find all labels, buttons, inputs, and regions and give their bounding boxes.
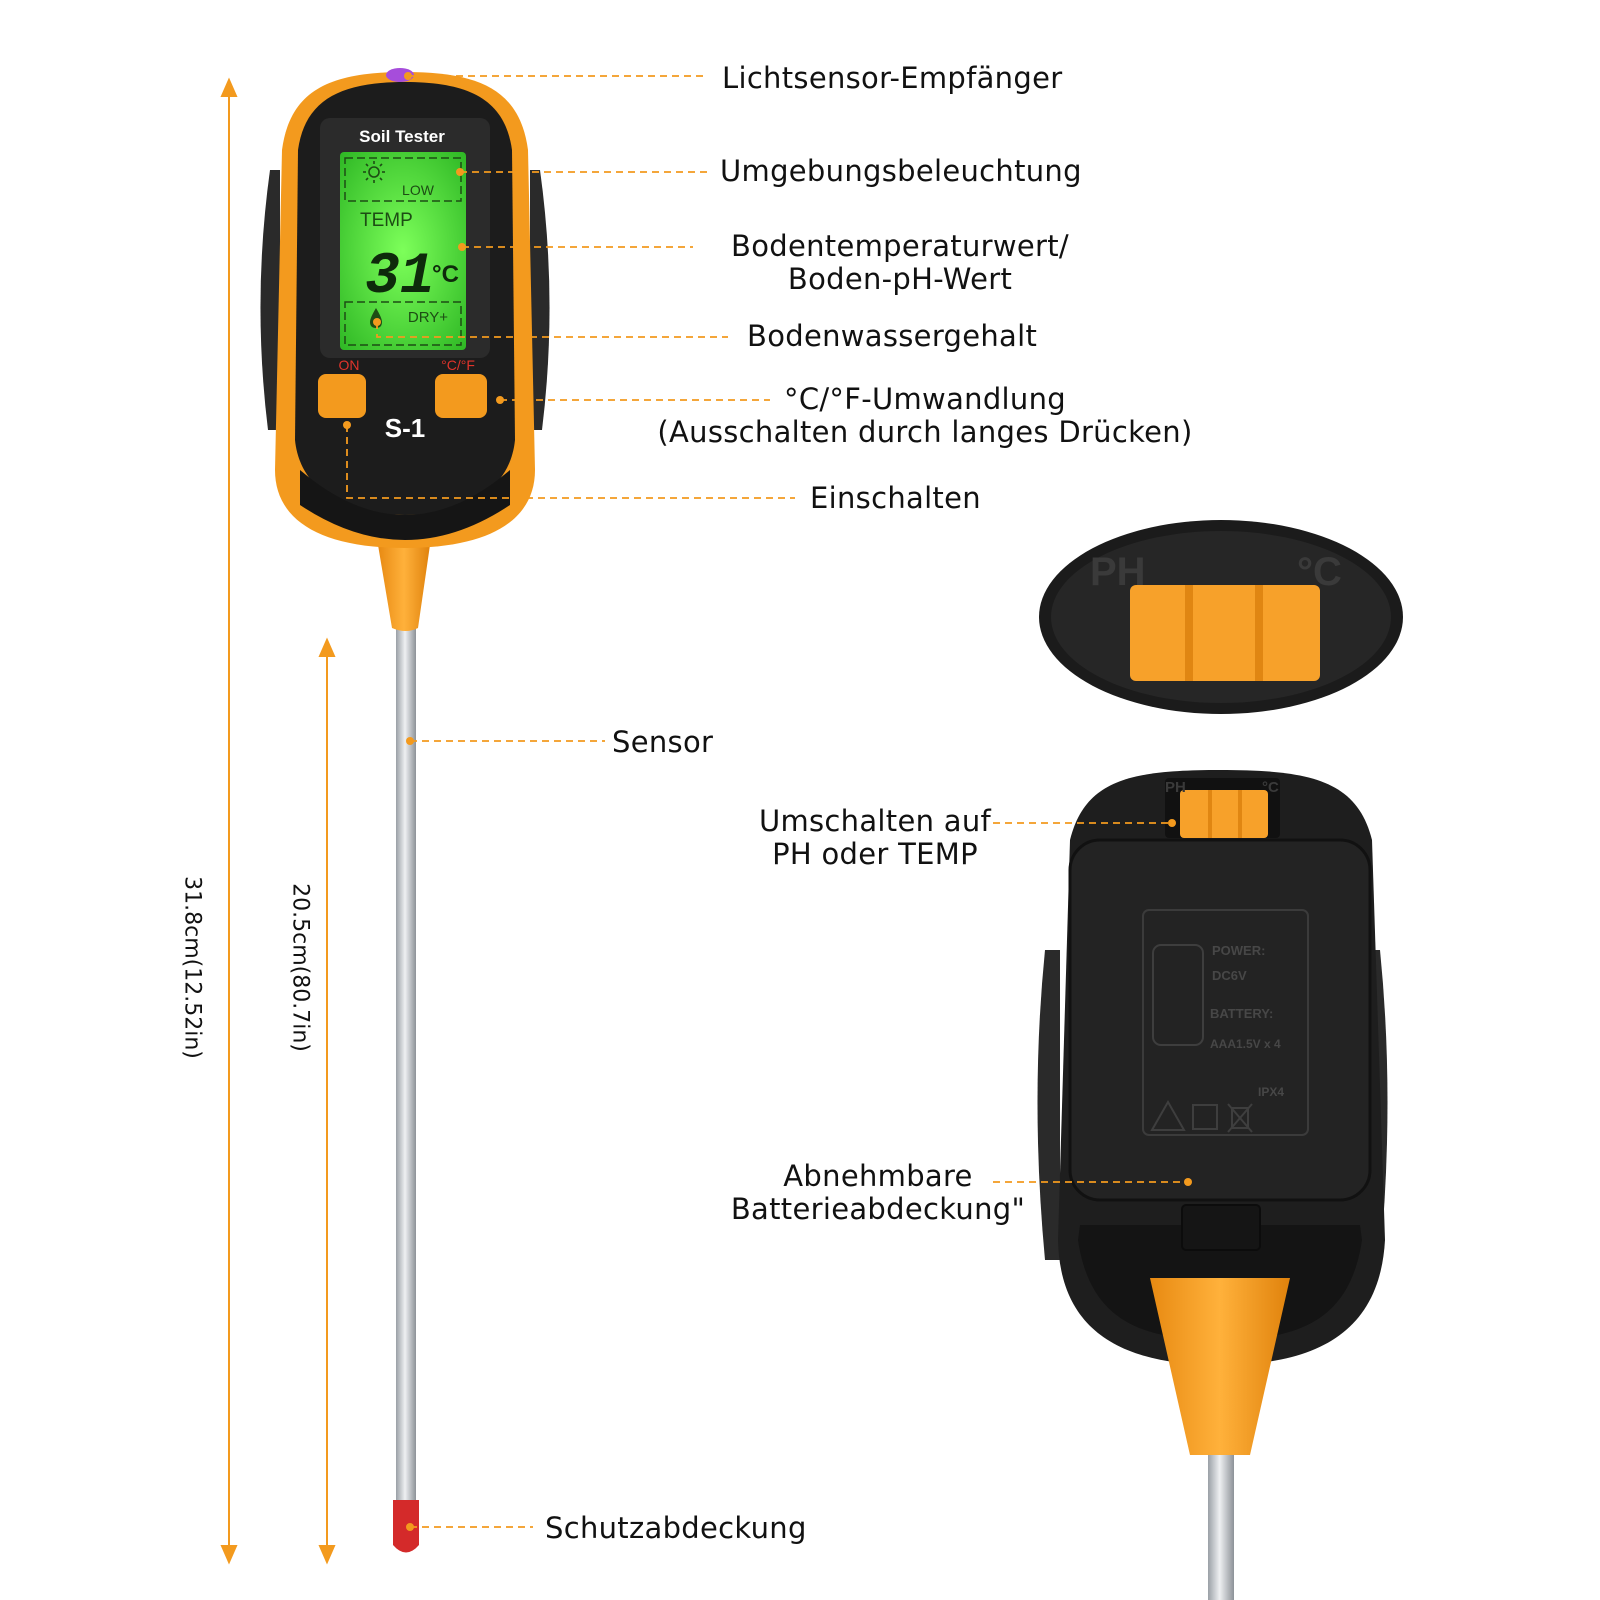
callout-switch-line1: Umschalten auf: [758, 804, 992, 838]
callout-switch: Umschalten auf PH oder TEMP: [745, 805, 1005, 871]
battery-icon: [1152, 944, 1204, 1046]
callout-power-on: Einschalten: [810, 481, 981, 515]
back-probe-rod: [1208, 1440, 1234, 1600]
back-device: [1037, 770, 1388, 1600]
front-device: [260, 68, 550, 1553]
lcd-unit: °C: [432, 261, 459, 288]
probe-length-label: 20.5cm(80.7in): [287, 883, 313, 1052]
leader-dots: [343, 72, 1192, 1531]
cover-latch[interactable]: [1181, 1204, 1261, 1251]
probe-rod: [396, 615, 416, 1515]
switch-slider-small[interactable]: [1180, 790, 1268, 838]
weee-icon: [1227, 1103, 1253, 1133]
lcd-reading: 31: [365, 245, 435, 310]
model-label: S-1: [385, 413, 425, 443]
callout-unit-switch: °C/°F-Umwandlung (Ausschalten durch lang…: [625, 383, 1225, 449]
back-collar: [1150, 1278, 1290, 1455]
total-length-label: 31.8cm(12.52in): [179, 876, 205, 1059]
switch-label-c-large: °C: [1297, 550, 1342, 594]
back-battery-label: BATTERY:: [1210, 1006, 1273, 1021]
lcd-moisture: DRY+: [408, 309, 448, 326]
probe-cap: [393, 1500, 419, 1553]
probe-length-arrow: [318, 637, 336, 1565]
on-button[interactable]: [318, 374, 366, 418]
callout-protective-cap: Schutzabdeckung: [545, 1511, 807, 1545]
unit-button-label: °C/°F: [441, 357, 475, 373]
sun-icon: [363, 161, 385, 183]
unit-button[interactable]: [435, 374, 487, 418]
back-rating: IPX4: [1258, 1085, 1284, 1099]
callout-ambient-light: Umgebungsbeleuchtung: [720, 154, 1082, 188]
back-power-label: POWER:: [1212, 943, 1265, 958]
callout-temp-value: Bodentemperaturwert/ Boden-pH-Wert: [700, 230, 1100, 296]
leader-lines: [346, 75, 1188, 1528]
switch-slider-large[interactable]: [1130, 585, 1320, 681]
warning-icon: [1150, 1099, 1186, 1131]
switch-label-ph-small: PH: [1165, 779, 1186, 796]
callout-switch-line2: PH oder TEMP: [772, 837, 978, 871]
label-panel: [1142, 909, 1309, 1136]
switch-label-c-small: °C: [1262, 779, 1279, 796]
probe-collar: [378, 545, 430, 631]
brand-label: Soil Tester: [359, 127, 445, 146]
back-power-value: DC6V: [1212, 968, 1247, 983]
lcd-light-level: LOW: [402, 182, 435, 198]
callout-unit-switch-line2: (Ausschalten durch langes Drücken): [657, 415, 1193, 449]
callout-battery-cover: Abnehmbare Batterieabdeckung": [718, 1160, 1038, 1226]
lcd-mode: TEMP: [360, 210, 413, 231]
ce-icon: [1192, 1104, 1218, 1130]
back-battery-value: AAA1.5V x 4: [1210, 1037, 1281, 1051]
callout-light-sensor: Lichtsensor-Empfänger: [722, 61, 1063, 95]
on-button-label: ON: [339, 357, 360, 373]
callout-temp-value-line1: Bodentemperaturwert/: [731, 229, 1069, 263]
callout-water-content: Bodenwassergehalt: [747, 319, 1038, 353]
total-length-arrow: [220, 77, 238, 1565]
battery-cover[interactable]: [1068, 838, 1372, 1202]
callout-sensor: Sensor: [612, 725, 714, 759]
callout-battery-line1: Abnehmbare: [783, 1159, 973, 1193]
callout-battery-line2: Batterieabdeckung": [730, 1192, 1026, 1226]
callout-temp-value-line2: Boden-pH-Wert: [787, 262, 1013, 296]
callout-unit-switch-line1: °C/°F-Umwandlung: [784, 382, 1066, 416]
switch-label-ph-large: PH: [1090, 550, 1146, 594]
switch-zoom: [1039, 520, 1403, 714]
